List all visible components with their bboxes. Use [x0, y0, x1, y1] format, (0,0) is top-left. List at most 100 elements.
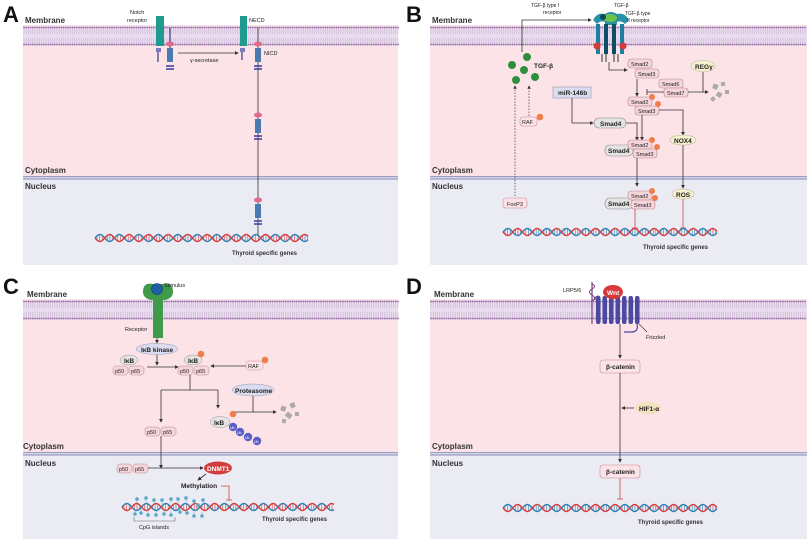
regy-node — [690, 60, 716, 72]
thyroid-genes-label: Thyroid specific genes — [638, 520, 704, 526]
cell-membrane — [23, 300, 399, 320]
p65-label: p65 — [131, 369, 140, 375]
ub-label-3: Ub — [245, 436, 250, 440]
smad6-label: Smad6 — [662, 82, 679, 88]
nucleus-label: Nucleus — [432, 459, 464, 468]
raf-phospho-icon — [536, 113, 544, 121]
thyroid-genes-label: Thyroid specific genes — [262, 517, 328, 523]
membrane-label: Membrane — [434, 290, 475, 299]
raf-node — [245, 360, 264, 371]
bcatenin-nuc-label: β-catenin — [606, 469, 635, 476]
phospho-ikb-label: IκB — [188, 358, 198, 365]
gamma-secretase-label: γ-secretase — [190, 58, 218, 64]
smad-group-1: Smad2 Smad3 Smad6 Smad7 — [627, 58, 689, 98]
tgfb-receptor-complex — [593, 12, 629, 62]
panel-label-b: B — [406, 2, 422, 27]
raf-label: RAF — [522, 120, 534, 126]
smad2-nuc-label: Smad2 — [631, 194, 648, 200]
smad2-p-label: Smad2 — [631, 100, 648, 106]
cpg-methyl-groups — [133, 496, 205, 518]
smad3-nuc-label: Smad3 — [634, 203, 651, 209]
smad-complex-cytoplasm: Smad4 Smad2 Smad3 — [604, 137, 660, 159]
ub-ikb-label: IκB — [214, 420, 224, 427]
notch-receptor-label-2: receptor — [127, 18, 147, 24]
cytoplasm-label: Cytoplasm — [23, 442, 64, 451]
stimulus-label: Stimulus — [164, 283, 185, 289]
thyroid-genes-label: Thyroid specific genes — [643, 245, 709, 251]
nuclear-envelope — [430, 452, 807, 456]
phospho-p65-label: p65 — [196, 369, 205, 375]
nfkb-nucleus: p50 p65 — [116, 463, 149, 474]
smad4-label: Smad4 — [600, 121, 622, 128]
frizzled-label: Frizzled — [646, 335, 665, 341]
ub-label-2: Ub — [237, 431, 242, 435]
bcatenin-cyto-label: β-catenin — [606, 364, 635, 371]
p50-label: p50 — [115, 369, 124, 375]
dnmt1-label: DNMT1 — [207, 466, 230, 473]
ikb-nfkb-complex: IκB p50 p65 — [112, 354, 145, 376]
raf-phospho-icon — [261, 356, 269, 364]
nicd-label: NICD — [264, 51, 277, 57]
panel-d-wnt: D Membrane Cytoplasm Nucleus LRP5/6 Wnt — [403, 272, 807, 543]
raf-node — [519, 116, 538, 127]
ikb-ubiquitinated: IκB Ub Ub Ub Ub — [209, 410, 262, 446]
smad3-p-label: Smad3 — [638, 109, 655, 115]
thyroid-genes-label: Thyroid specific genes — [232, 251, 298, 257]
nucleus-region — [23, 179, 398, 265]
smad7-label: Smad7 — [667, 91, 684, 97]
phospho-ikb-complex: IκB p50 p65 — [177, 350, 210, 376]
panel-label-c: C — [3, 274, 19, 299]
stimulus-icon — [151, 283, 163, 295]
tgfb-type2-label-1: TGF-β type — [625, 11, 651, 17]
panel-a-diagram: Membrane Cytoplasm Nucleus Notch recepto… — [23, 10, 399, 265]
panel-a-notch: A Membrane Cytoplasm Nucleus Notch recep… — [0, 0, 400, 270]
smad3-to-nox4-arrow — [659, 109, 685, 136]
degradation-fragments-icon — [710, 81, 729, 102]
cytoplasm-label: Cytoplasm — [432, 166, 473, 175]
methylation-label: Methylation — [181, 483, 217, 490]
smad4-to-complex-arrow — [626, 122, 639, 141]
foxp3-node — [502, 197, 528, 209]
receptor-to-smad-arrow — [608, 62, 628, 72]
cell-membrane — [430, 26, 807, 46]
cytoplasm-region — [23, 25, 398, 177]
panel-b-diagram: Membrane Cytoplasm Nucleus TGF-β type I … — [430, 3, 807, 265]
raf-label: RAF — [248, 364, 260, 370]
proteasome-label: Proteasome — [235, 388, 273, 395]
nuc-p65-label: p65 — [135, 467, 144, 473]
panel-label-d: D — [406, 274, 422, 299]
lrp56-coreceptor — [589, 282, 595, 324]
smad-group-2: Smad2 Smad3 — [627, 94, 661, 116]
ikb-label: IκB — [124, 358, 134, 365]
necd — [240, 16, 247, 60]
hif1a-node — [635, 401, 661, 415]
wnt-ligand — [603, 285, 623, 299]
panel-d-diagram: Membrane Cytoplasm Nucleus LRP5/6 Wnt Fr… — [430, 282, 807, 539]
phospho-p50-label: p50 — [180, 369, 189, 375]
membrane-label: Membrane — [25, 16, 66, 25]
panel-c-diagram: Membrane Cytoplasm Nucleus Stimulus Rece… — [23, 283, 399, 539]
smad3-complex-label: Smad3 — [636, 152, 653, 158]
tgfb-type2-label-2: II receptor — [627, 18, 650, 24]
regy-label: REGγ — [695, 64, 713, 71]
tgfb-to-receptor-arrow — [521, 18, 592, 52]
cytoplasm-label: Cytoplasm — [25, 166, 66, 175]
nucleus-label: Nucleus — [25, 182, 57, 191]
panel-c-nfkb: C Membrane Cytoplasm Nucleus Stimulus Re… — [0, 272, 400, 543]
ikb-kinase-label: IκB kinase — [141, 347, 174, 354]
necd-label: NECD — [249, 18, 265, 24]
cytoplasm-label: Cytoplasm — [432, 442, 473, 451]
tgfb-top-label: TGF-β — [614, 3, 629, 9]
panel-b-tgfb: B Membrane Cytoplasm Nucleus TGF-β type … — [403, 0, 807, 270]
frizzled-receptor — [594, 295, 640, 333]
cyto-p50-label: p50 — [147, 430, 156, 436]
dnmt1-node — [204, 461, 232, 475]
notch-receptor — [156, 16, 174, 70]
methylation-inhibit — [221, 485, 230, 500]
tgfb-type1-label-2: receptor — [543, 10, 562, 16]
nfkb-cytoplasm: p50 p65 — [144, 426, 177, 437]
mir146b-to-smad4-arrow — [571, 98, 594, 125]
foxp3-label: FoxP3 — [507, 202, 523, 208]
cpg-bracket — [133, 517, 176, 522]
cell-membrane — [23, 26, 399, 46]
